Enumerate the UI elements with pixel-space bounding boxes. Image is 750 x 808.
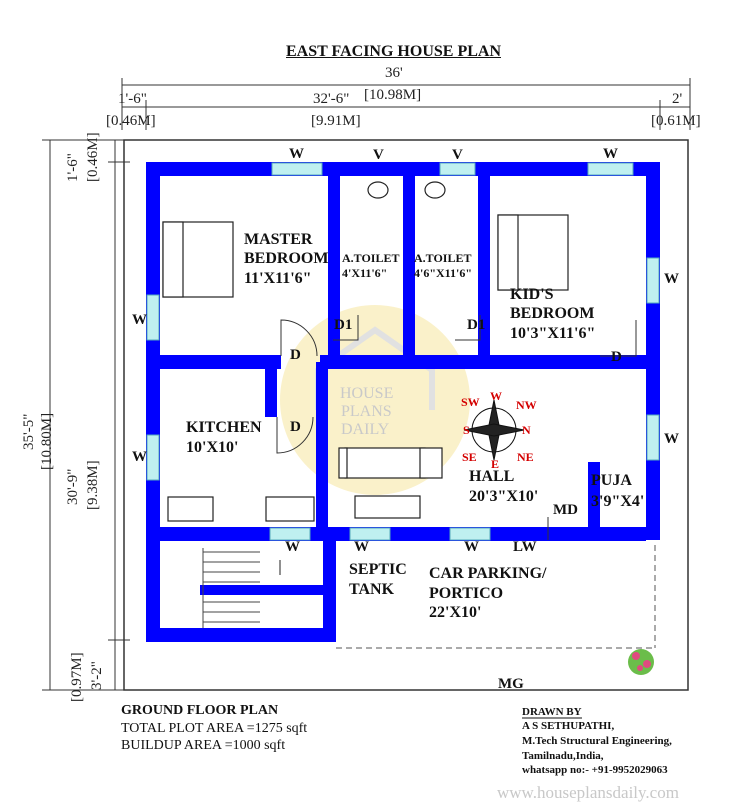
window-label: W — [354, 539, 369, 555]
built-depth: 30'-9" — [65, 468, 81, 505]
ventilator-label: V — [452, 147, 463, 163]
kitchen-sink — [265, 496, 315, 522]
kids-bedroom-size: 10'3"X11'6" — [510, 325, 596, 342]
compass-rose — [463, 399, 525, 461]
compass-e: E — [491, 457, 500, 471]
built-width: 32'-6" — [313, 91, 350, 107]
overall-width: 36' — [385, 65, 403, 81]
drawn-by-location: Tamilnadu,India, — [522, 750, 604, 762]
website-watermark: www.houseplansdaily.com — [497, 783, 679, 802]
door-label: D — [290, 347, 301, 363]
master-bedroom-label-1: MASTER — [244, 231, 313, 248]
door-1-label: D1 — [334, 317, 353, 333]
compass-w: W — [490, 389, 502, 403]
top-setback: 1'-6" — [65, 153, 81, 182]
bottom-setback: 3'-2" — [89, 661, 105, 690]
built-depth-m: [9.38M] — [85, 460, 101, 510]
bottom-setback-m: [0.97M] — [69, 652, 85, 702]
ventilator-label: V — [373, 147, 384, 163]
windows — [146, 162, 660, 541]
left-setback: 1'-6" — [118, 91, 147, 107]
louvered-window-label: LW — [513, 539, 537, 555]
parking-outline — [336, 545, 656, 649]
window-label: W — [132, 449, 147, 465]
window-label: W — [664, 271, 679, 287]
watermark-text-3: DAILY — [341, 421, 390, 438]
window-label: W — [603, 146, 618, 162]
parking-label-1: CAR PARKING/ — [429, 565, 547, 582]
top-setback-m: [0.46M] — [85, 132, 101, 182]
built-width-m: [9.91M] — [311, 113, 361, 129]
window-label: W — [464, 539, 479, 555]
master-bedroom-size: 11'X11'6" — [244, 270, 312, 287]
parking-label-2: PORTICO — [429, 585, 504, 602]
toilet-2-wc — [424, 181, 446, 199]
drawn-by-label: DRAWN BY — [522, 706, 582, 718]
toilet-1-size: 4'X11'6" — [342, 266, 388, 280]
kids-bedroom-label-2: BEDROOM — [510, 305, 595, 322]
hall-label: HALL — [469, 468, 515, 485]
master-bedroom-label-2: BEDROOM — [244, 250, 329, 267]
puja-label: PUJA — [591, 472, 632, 489]
drawn-by-contact: whatsapp no:- +91-9952029063 — [522, 764, 668, 776]
overall-depth-m: [10.80M] — [39, 412, 55, 470]
compass-nw: NW — [516, 398, 537, 412]
plot-area: TOTAL PLOT AREA =1275 sqft — [121, 721, 308, 736]
hall-sofa — [344, 447, 426, 479]
buildup-area: BUILDUP AREA =1000 sqft — [121, 738, 286, 753]
window-label: W — [285, 539, 300, 555]
watermark-text-1: HOUSE — [340, 385, 394, 402]
dimension-lines — [42, 78, 691, 691]
drawn-by-qualification: M.Tech Structural Engineering, — [522, 735, 672, 747]
toilet-1-wc — [367, 181, 389, 199]
overall-depth: 35'-5" — [21, 413, 37, 450]
staircase — [202, 548, 281, 628]
door-label: D — [611, 349, 622, 365]
window-label: W — [289, 146, 304, 162]
drawn-by-name: A S SETHUPATHI, — [522, 720, 615, 732]
parking-size: 22'X10' — [429, 604, 482, 621]
kitchen-size: 10'X10' — [186, 439, 239, 456]
kids-bedroom-label-1: KID'S — [510, 286, 554, 303]
overall-width-m: [10.98M] — [364, 87, 422, 103]
compass-n: N — [522, 423, 531, 437]
compass-s: S — [463, 423, 470, 437]
door-1-label: D1 — [467, 317, 486, 333]
compass-ne: NE — [517, 450, 534, 464]
main-door-label: MD — [553, 502, 578, 518]
toilet-1-label: A.TOILET — [342, 251, 400, 265]
furniture — [162, 181, 569, 522]
septic-tank-label-1: SEPTIC — [349, 561, 407, 578]
door-label: D — [290, 419, 301, 435]
footer-heading: GROUND FLOOR PLAN — [121, 703, 279, 718]
plant-icon — [628, 649, 654, 675]
right-setback: 2' — [672, 91, 683, 107]
right-setback-m: [0.61M] — [651, 113, 701, 129]
plot-boundary — [123, 139, 689, 691]
kitchen-label: KITCHEN — [186, 419, 262, 436]
puja-size: 3'9"X4' — [591, 493, 645, 510]
toilet-2-label: A.TOILET — [414, 251, 472, 265]
window-label: W — [132, 312, 147, 328]
left-setback-m: [0.46M] — [106, 113, 156, 129]
watermark-text-2: PLANS — [341, 403, 392, 420]
main-gate-label: MG — [498, 676, 524, 692]
window-label: W — [664, 431, 679, 447]
plan-title: EAST FACING HOUSE PLAN — [286, 43, 501, 60]
door-swings — [276, 315, 637, 540]
toilet-2-size: 4'6"X11'6" — [414, 266, 472, 280]
kitchen-stove — [167, 496, 214, 522]
hall-size: 20'3"X10' — [469, 488, 539, 505]
compass-sw: SW — [461, 395, 480, 409]
septic-tank-label-2: TANK — [349, 581, 395, 598]
compass-se: SE — [462, 450, 477, 464]
